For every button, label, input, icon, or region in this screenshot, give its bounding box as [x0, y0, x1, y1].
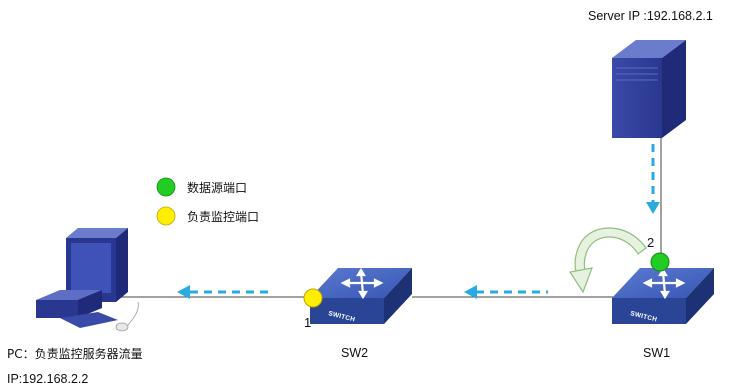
sw2-port-number: 1 — [304, 315, 311, 330]
legend-label-source-port: 数据源端口 — [187, 180, 247, 195]
server-ip-label: Server IP :192.168.2.1 — [588, 9, 713, 23]
sw1-label: SW1 — [643, 346, 670, 360]
links — [120, 135, 662, 298]
green-dot-icon — [156, 177, 176, 197]
pc-ip-label: IP:192.168.2.2 — [7, 372, 88, 386]
flow-arrow-sw1-to-sw2 — [464, 285, 548, 299]
pc-icon — [36, 228, 139, 332]
sw1-source-port-indicator — [650, 252, 670, 272]
pc-description-label: PC：负责监控服务器流量 — [7, 346, 143, 361]
legend-item-source-port: 数据源端口 — [156, 177, 247, 197]
yellow-dot-icon — [156, 206, 176, 226]
mirror-arrow-icon — [569, 227, 647, 294]
sw2-monitor-port-indicator — [303, 288, 323, 308]
server-icon — [612, 40, 686, 138]
sw1-switch-icon: SWITCH — [612, 267, 714, 324]
flow-arrow-sw2-to-pc — [177, 285, 270, 299]
sw1-port-number: 2 — [647, 235, 654, 250]
legend: 数据源端口 负责监控端口 — [156, 177, 259, 226]
sw2-switch-icon: SWITCH — [310, 267, 412, 324]
flow-arrow-server-to-sw1 — [646, 144, 660, 214]
legend-label-monitor-port: 负责监控端口 — [187, 210, 259, 224]
sw2-label: SW2 — [341, 346, 368, 360]
legend-item-monitor-port: 负责监控端口 — [156, 206, 259, 226]
